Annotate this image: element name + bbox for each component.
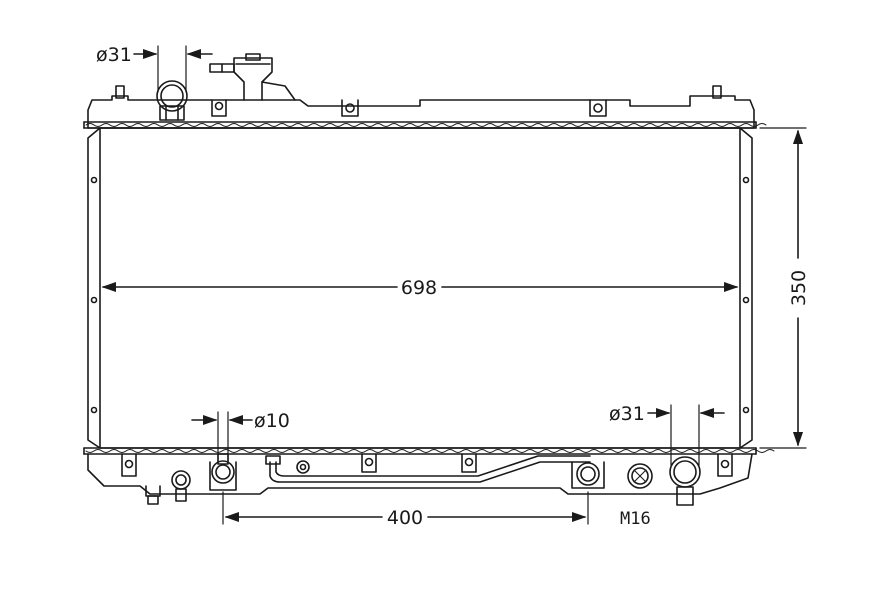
height-label: 350: [788, 270, 810, 306]
drain-thread-label: M16: [620, 509, 651, 529]
bottom-mount-tab-2: [361, 453, 377, 473]
filler-cap-icon: [209, 53, 296, 101]
bottom-outlet-pipe: [669, 456, 701, 506]
top-inlet-label: ø31: [96, 44, 132, 66]
bottom-mount-tab-4: [717, 453, 733, 477]
transmission-port-icon: [571, 461, 605, 489]
top-inlet-pipe: [156, 80, 188, 121]
bottom-pin-icon: [145, 485, 161, 505]
height-dimension: 350: [759, 127, 810, 449]
width-dimension: 698: [101, 277, 739, 299]
bottom-mount-tab-3: [461, 453, 477, 473]
right-stud-icon: [712, 85, 722, 99]
bottom-mount-tab-1: [121, 453, 137, 477]
small-port-icon: [209, 453, 237, 491]
cooler-tube: [265, 455, 591, 483]
spacing-dimension: 400: [222, 491, 589, 529]
bottom-tank: [83, 447, 775, 506]
left-stud-icon: [115, 85, 125, 99]
small-port-label: ø10: [254, 410, 290, 432]
drain-plug-icon: [171, 470, 191, 502]
top-inlet-dimension: ø31: [96, 44, 213, 93]
small-port-dimension: ø10: [191, 410, 290, 463]
width-label: 698: [401, 277, 437, 299]
top-mount-tab-1: [211, 99, 227, 117]
top-mount-tab-3: [589, 99, 607, 117]
top-mount-tab-2: [341, 99, 359, 117]
bottom-outlet-label: ø31: [609, 403, 645, 425]
spacing-label: 400: [387, 507, 423, 529]
bottom-outlet-dimension: ø31: [609, 403, 725, 466]
m16-fitting-icon: [627, 463, 653, 489]
